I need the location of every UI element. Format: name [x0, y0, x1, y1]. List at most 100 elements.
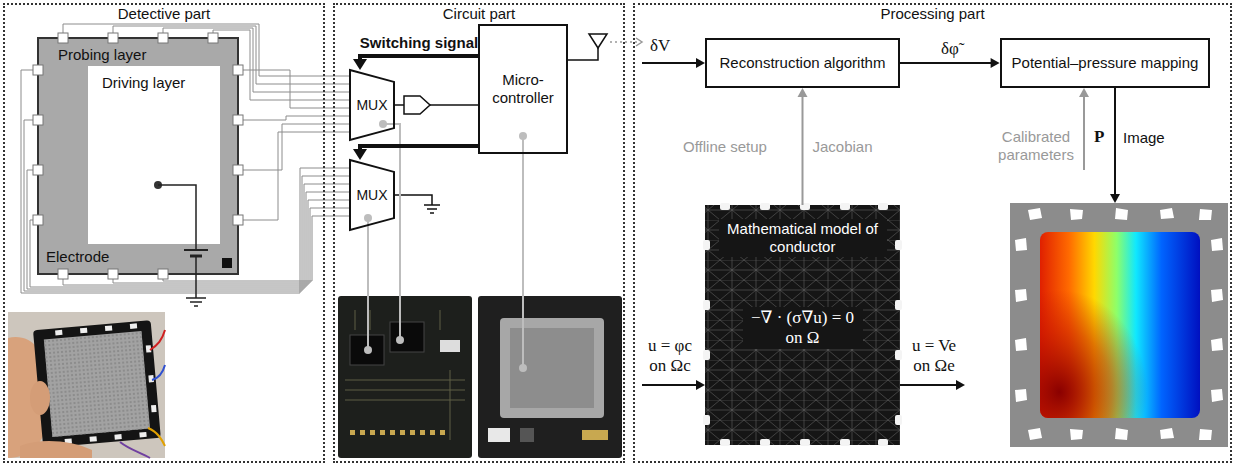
conductor-mesh — [703, 350, 710, 360]
conductor-mesh — [895, 240, 902, 250]
switching-arrow — [360, 146, 478, 151]
conductor-mesh — [840, 439, 850, 446]
adc-symbol — [404, 96, 430, 114]
leader-dot — [364, 120, 527, 372]
arrow-head — [353, 59, 367, 70]
electrode — [58, 269, 68, 279]
pressure-image — [1040, 232, 1200, 418]
panel-title: Detective part — [5, 5, 323, 22]
sensor-photo — [120, 330, 165, 458]
sensor-photo — [152, 365, 165, 380]
electrode — [208, 33, 218, 43]
leader-dot — [364, 346, 372, 354]
conductor-mesh — [703, 240, 710, 250]
leader-dot — [519, 132, 527, 140]
sensor-photo — [8, 312, 165, 458]
jacobian-arrow — [798, 88, 808, 205]
electrode — [33, 115, 43, 125]
sensor-photo — [148, 428, 165, 446]
mux-board-photo — [390, 430, 395, 435]
model-box: Mathematical model of conductor−∇ · (σ∇u… — [705, 205, 900, 445]
conductor-mesh — [878, 439, 888, 446]
sensor-photo — [89, 436, 96, 442]
leader-line — [522, 136, 524, 368]
controller-board-photo — [520, 428, 534, 442]
arrow-head — [991, 58, 1000, 68]
sensor-layers — [38, 38, 238, 274]
mux-board-photo — [430, 430, 435, 435]
sensor-photo — [80, 328, 87, 334]
sensor-photo — [44, 331, 150, 437]
antenna-symbol — [589, 34, 607, 48]
sensor-photo — [33, 320, 161, 448]
antenna-symbol — [568, 48, 598, 60]
pressure-image — [1015, 338, 1027, 351]
mux-board-photo — [440, 430, 445, 435]
layer-name: Probing layer — [58, 46, 238, 64]
adc-symbol — [430, 104, 478, 106]
pressure-image — [1199, 209, 1212, 220]
controller-box: Micro-controller — [478, 24, 568, 154]
edge-label: Jacobian — [813, 138, 873, 156]
layer-name: Driving layer — [102, 74, 220, 92]
controller-board-photo — [500, 318, 604, 418]
sensor-photo — [105, 325, 112, 331]
jacobian-arrow — [802, 95, 804, 205]
pressure-image — [1010, 203, 1228, 447]
switching-arrow — [353, 56, 478, 70]
box-text: Reconstruction algorithm — [720, 54, 886, 72]
process-box: Reconstruction algorithm — [705, 38, 900, 88]
mux-board-photo — [390, 322, 424, 352]
pressure-image — [1010, 203, 1228, 447]
controller-board-photo — [488, 428, 510, 442]
leader-line — [383, 124, 400, 340]
electrode-wire — [113, 208, 350, 283]
mux-board-photo — [338, 296, 472, 458]
mux-board-photo — [420, 430, 425, 435]
conductor-mesh — [720, 203, 730, 210]
sensor-photo — [150, 330, 165, 350]
conductor-mesh — [703, 300, 710, 310]
sensor-photo — [44, 331, 150, 437]
calibration-arrow — [1083, 96, 1085, 170]
conductor-mesh — [895, 415, 902, 425]
electrode — [33, 165, 43, 175]
ground-symbol — [430, 212, 434, 214]
electrode-wire — [63, 200, 350, 285]
signal-arrow — [900, 384, 957, 386]
pressure-image — [1070, 429, 1083, 440]
conductor-mesh — [703, 203, 902, 446]
data-arrow — [900, 62, 992, 64]
mux-outline — [350, 70, 394, 140]
pressure-image — [1015, 289, 1027, 302]
edge-label: δφ̃ — [941, 39, 959, 59]
antenna-symbol — [568, 34, 607, 60]
output-label: Image — [1123, 129, 1165, 147]
pressure-image — [1015, 389, 1027, 402]
mux-board-photo — [338, 296, 472, 458]
conductor-mesh — [800, 439, 810, 446]
boundary-condition: u = Ve on Ωe — [906, 336, 962, 376]
multiplexer: MUX — [350, 70, 394, 140]
pressure-image — [1199, 429, 1212, 440]
conductor-mesh — [705, 205, 900, 445]
signal-arrow — [956, 380, 965, 390]
panel-frame: Detective partProbing layerDriving layer — [3, 3, 325, 463]
electrode-wire — [163, 28, 350, 92]
edge-label: Switching signal — [360, 34, 478, 52]
leader-dot — [396, 336, 404, 344]
arrow-head — [353, 149, 367, 160]
leader-dot — [519, 364, 527, 372]
electrode — [233, 165, 243, 175]
mux-board-photo — [410, 430, 415, 435]
controller-board-photo — [582, 430, 608, 440]
conductor-mesh — [878, 203, 888, 210]
signal-name: δV — [650, 36, 670, 56]
signal-arrow — [1114, 88, 1116, 195]
controller-board-photo — [478, 296, 622, 458]
mux-board-photo — [440, 340, 460, 352]
pressure-image — [1211, 289, 1223, 302]
conductor-mesh — [840, 203, 850, 210]
electrode — [108, 33, 118, 43]
conductor-mesh — [720, 439, 730, 446]
